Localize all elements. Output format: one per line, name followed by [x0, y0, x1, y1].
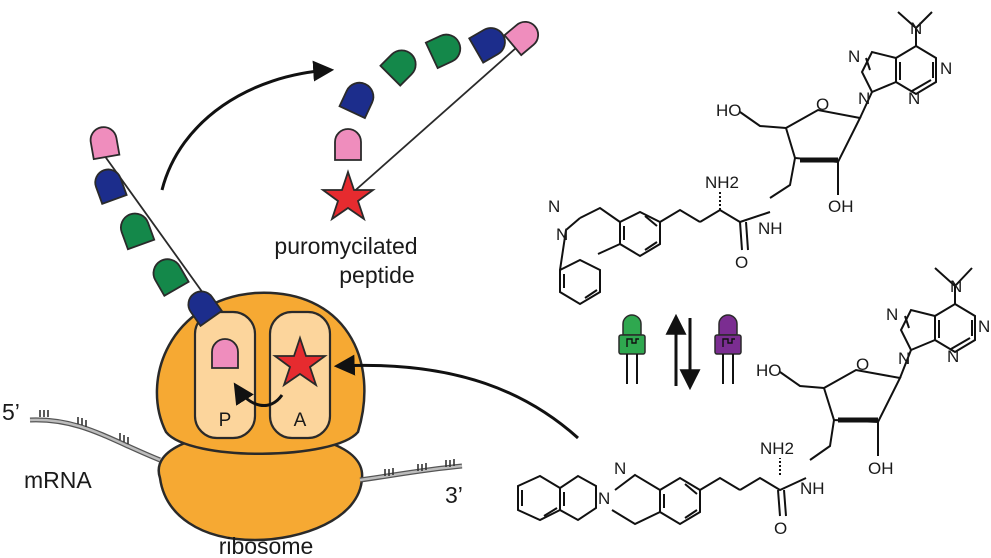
svg-text:N: N: [858, 89, 870, 108]
product-label-line2: peptide: [339, 262, 414, 288]
svg-text:NH: NH: [800, 479, 825, 498]
release-arrow: [160, 60, 335, 191]
product-label-line1: puromycilated: [274, 233, 417, 259]
p-site: [193, 310, 257, 440]
molecule-top-atoms: N N N N N HO O NH2 NH OH O N N: [548, 19, 952, 272]
svg-text:N: N: [947, 347, 959, 366]
five-prime-label: 5’: [2, 399, 20, 425]
svg-text:NH: NH: [758, 219, 783, 238]
svg-text:NH2: NH2: [705, 173, 739, 192]
svg-text:OH: OH: [828, 197, 854, 216]
three-prime-label: 3’: [445, 482, 463, 508]
nascent-peptide: [89, 126, 224, 328]
led-purple-icon: [714, 314, 742, 384]
mrna-strand: 5’ mRNA 3’: [2, 399, 463, 508]
svg-text:O: O: [816, 95, 829, 114]
svg-text:HO: HO: [716, 101, 742, 120]
ribosome: P A: [155, 291, 366, 542]
molecule-top: [559, 11, 937, 306]
svg-text:O: O: [774, 519, 787, 538]
svg-text:N: N: [910, 19, 922, 38]
svg-text:NH2: NH2: [760, 439, 794, 458]
svg-text:N: N: [940, 59, 952, 78]
ribosome-label: ribosome: [219, 533, 314, 558]
svg-text:N: N: [548, 197, 560, 216]
svg-text:N: N: [598, 489, 610, 508]
transfer-arrow: [233, 382, 284, 407]
svg-text:N: N: [556, 225, 568, 244]
svg-text:N: N: [950, 277, 962, 296]
svg-text:N: N: [848, 47, 860, 66]
svg-text:N: N: [886, 305, 898, 324]
molecule-bottom: [517, 267, 976, 526]
svg-text:O: O: [856, 355, 869, 374]
ribosome-large-subunit: [155, 291, 366, 455]
svg-text:OH: OH: [868, 459, 894, 478]
svg-text:N: N: [978, 317, 990, 336]
svg-text:N: N: [908, 89, 920, 108]
svg-text:HO: HO: [756, 361, 782, 380]
pink-residue-p-site: [211, 338, 239, 369]
p-site-label: P: [219, 410, 232, 431]
molecule-bottom-atoms: N N N N N HO O NH2 NH OH O N N: [598, 277, 990, 538]
puromycilated-peptide: [320, 20, 540, 222]
mrna-label: mRNA: [24, 467, 92, 493]
codon-ticks: [39, 410, 455, 476]
svg-text:O: O: [735, 253, 748, 272]
svg-text:N: N: [614, 459, 626, 478]
led-green-icon: [618, 314, 646, 384]
delivery-arrow: [333, 354, 580, 440]
a-site-label: A: [294, 410, 307, 431]
svg-text:N: N: [898, 349, 910, 368]
mrna-left: [29, 417, 161, 463]
equilibrium-arrows: [665, 313, 701, 391]
star-icon: [272, 335, 328, 388]
star-icon: [320, 169, 376, 222]
